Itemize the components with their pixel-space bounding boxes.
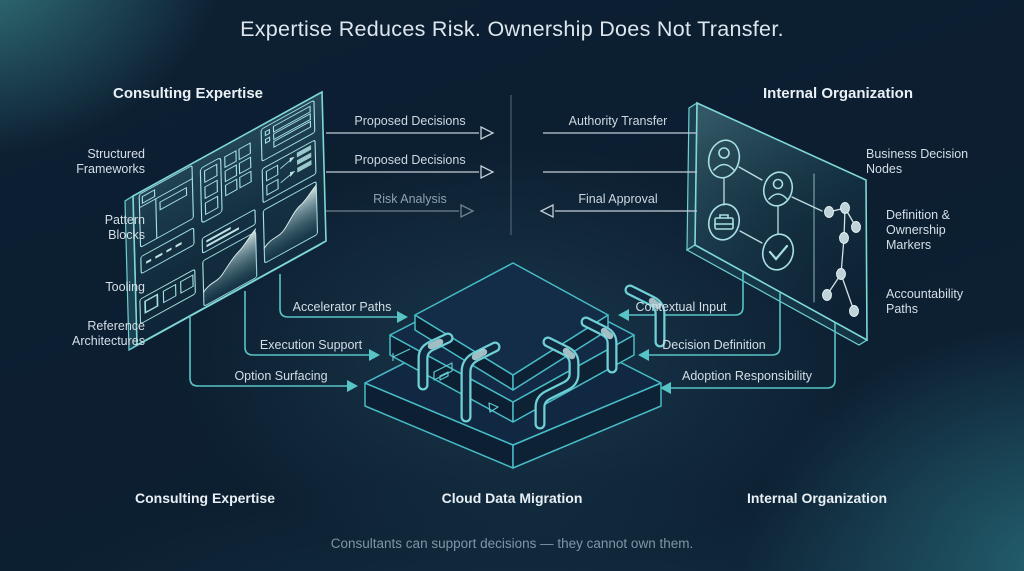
label-proposed-decisions-1: Proposed Decisions: [354, 114, 466, 128]
label-final-approval: Final Approval: [578, 192, 658, 206]
label-pattern-blocks: Pattern Blocks: [104, 213, 145, 242]
platform-details: [392, 348, 499, 413]
label-execution-support: Execution Support: [259, 338, 363, 352]
label-accountability-paths: Accountability Paths: [886, 287, 964, 316]
org-tree-icon: [822, 202, 861, 317]
label-risk-analysis: Risk Analysis: [373, 192, 447, 206]
connector-execution-support: [244, 291, 380, 361]
text-lines-card-icon: [201, 209, 256, 254]
area-chart-icon: [202, 228, 258, 307]
flow-card-icon: [261, 140, 317, 203]
label-reference-architectures: Reference Architectures: [72, 319, 145, 348]
reference-squares-icon: [139, 269, 196, 324]
connector-decision-definition: [638, 292, 781, 361]
org-chart-illustration: [707, 139, 823, 271]
label-adoption-responsibility: Adoption Responsibility: [682, 369, 812, 383]
left-panel-illustration: [124, 90, 327, 352]
right-panel-illustration: [685, 101, 869, 346]
label-option-surfacing: Option Surfacing: [234, 369, 328, 383]
label-definition-ownership-markers: Definition & Ownership Markers: [886, 208, 950, 252]
arrow-proposed-decisions-2: [326, 164, 495, 180]
arrow-proposed-decisions-1: [326, 125, 495, 141]
left-panel-wireframes: [138, 100, 319, 324]
person-icon: [762, 171, 794, 207]
browser-window-icon: [138, 165, 194, 248]
connector-contextual-input: [618, 272, 744, 321]
footer-cloud-data-migration: Cloud Data Migration: [441, 490, 583, 506]
bullet-list-card-icon: [260, 100, 316, 162]
checkmark-icon: [761, 233, 795, 271]
footer-caption: Consultants can support decisions — they…: [330, 536, 694, 551]
label-business-decision-nodes: Business Decision Nodes: [866, 147, 969, 176]
connector-accelerator-paths: [279, 274, 408, 323]
person-icon: [707, 139, 741, 179]
right-panel-title: Internal Organization: [762, 85, 913, 102]
platform-pipes: [417, 284, 666, 430]
left-panel-title: Consulting Expertise: [112, 85, 264, 102]
label-proposed-decisions-2: Proposed Decisions: [354, 153, 466, 167]
label-accelerator-paths: Accelerator Paths: [292, 300, 392, 314]
label-decision-definition: Decision Definition: [662, 338, 766, 352]
area-chart-icon: [262, 181, 319, 264]
label-structured-frameworks: Structured Frameworks: [76, 147, 145, 176]
connector-option-surfacing: [189, 316, 358, 392]
toolbar-strip-icon: [140, 227, 195, 274]
page-title: Expertise Reduces Risk. Ownership Does N…: [240, 17, 784, 41]
arrow-final-approval: [539, 203, 697, 219]
briefcase-icon: [707, 203, 741, 241]
footer-internal-organization: Internal Organization: [746, 490, 887, 506]
footer-consulting-expertise: Consulting Expertise: [134, 490, 276, 506]
cloud-platform-illustration: [364, 262, 666, 469]
label-contextual-input: Contextual Input: [635, 300, 727, 314]
arrow-risk-analysis: [326, 203, 475, 219]
connector-adoption-responsibility: [660, 323, 836, 394]
label-authority-transfer: Authority Transfer: [568, 114, 668, 128]
org-chart-edges: [723, 166, 823, 244]
checkbox-stack-icon: [199, 157, 223, 223]
top-flow-arrows: [326, 125, 697, 219]
block-grid-icon: [224, 142, 252, 197]
teal-connectors: [189, 272, 836, 394]
label-tooling: Tooling: [105, 280, 145, 294]
